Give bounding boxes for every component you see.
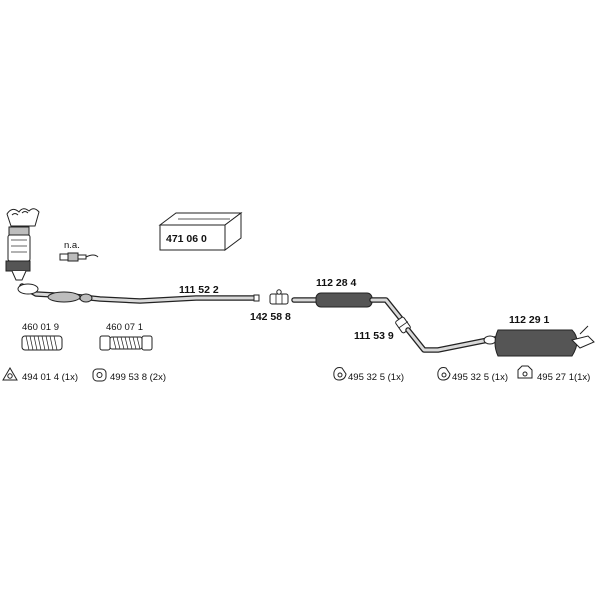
flex-pipe-icon bbox=[99, 335, 153, 351]
clamp-label: 142 58 8 bbox=[250, 311, 291, 323]
rear-silencer-label: 112 29 1 bbox=[509, 314, 549, 326]
rubber-mount-icon bbox=[437, 367, 451, 381]
middle-silencer-label: 112 28 4 bbox=[316, 277, 356, 289]
flex-pipe-2-label: 460 07 1 bbox=[106, 322, 143, 333]
hanger-icon bbox=[2, 367, 18, 381]
mount-3-label: 495 32 5 (1x) bbox=[348, 372, 404, 383]
flex-pipe-icon bbox=[21, 335, 63, 351]
rubber-mount-icon bbox=[517, 365, 533, 379]
mount-2-label: 499 53 8 (2x) bbox=[110, 372, 166, 383]
front-pipe-icon bbox=[17, 283, 260, 304]
mount-5-label: 495 27 1(1x) bbox=[537, 372, 590, 383]
flex-pipe-1-label: 460 01 9 bbox=[22, 322, 59, 333]
package-box-icon bbox=[158, 212, 243, 251]
rubber-mount-icon bbox=[333, 367, 347, 381]
rear-silencer-icon bbox=[405, 325, 595, 357]
front-pipe-label: 111 52 2 bbox=[179, 284, 219, 296]
connector-clamp-label: 111 53 9 bbox=[354, 330, 394, 342]
mount-4-label: 495 32 5 (1x) bbox=[452, 372, 508, 383]
package-number-label: 471 06 0 bbox=[166, 233, 207, 245]
na-note-label: n.a. bbox=[64, 240, 80, 251]
lambda-sensor-icon bbox=[59, 252, 99, 262]
catalytic-converter-icon bbox=[5, 208, 40, 281]
rubber-mount-icon bbox=[92, 368, 107, 382]
mount-1-label: 494 01 4 (1x) bbox=[22, 372, 78, 383]
middle-silencer-icon bbox=[291, 292, 405, 323]
clamp-icon bbox=[269, 289, 289, 305]
